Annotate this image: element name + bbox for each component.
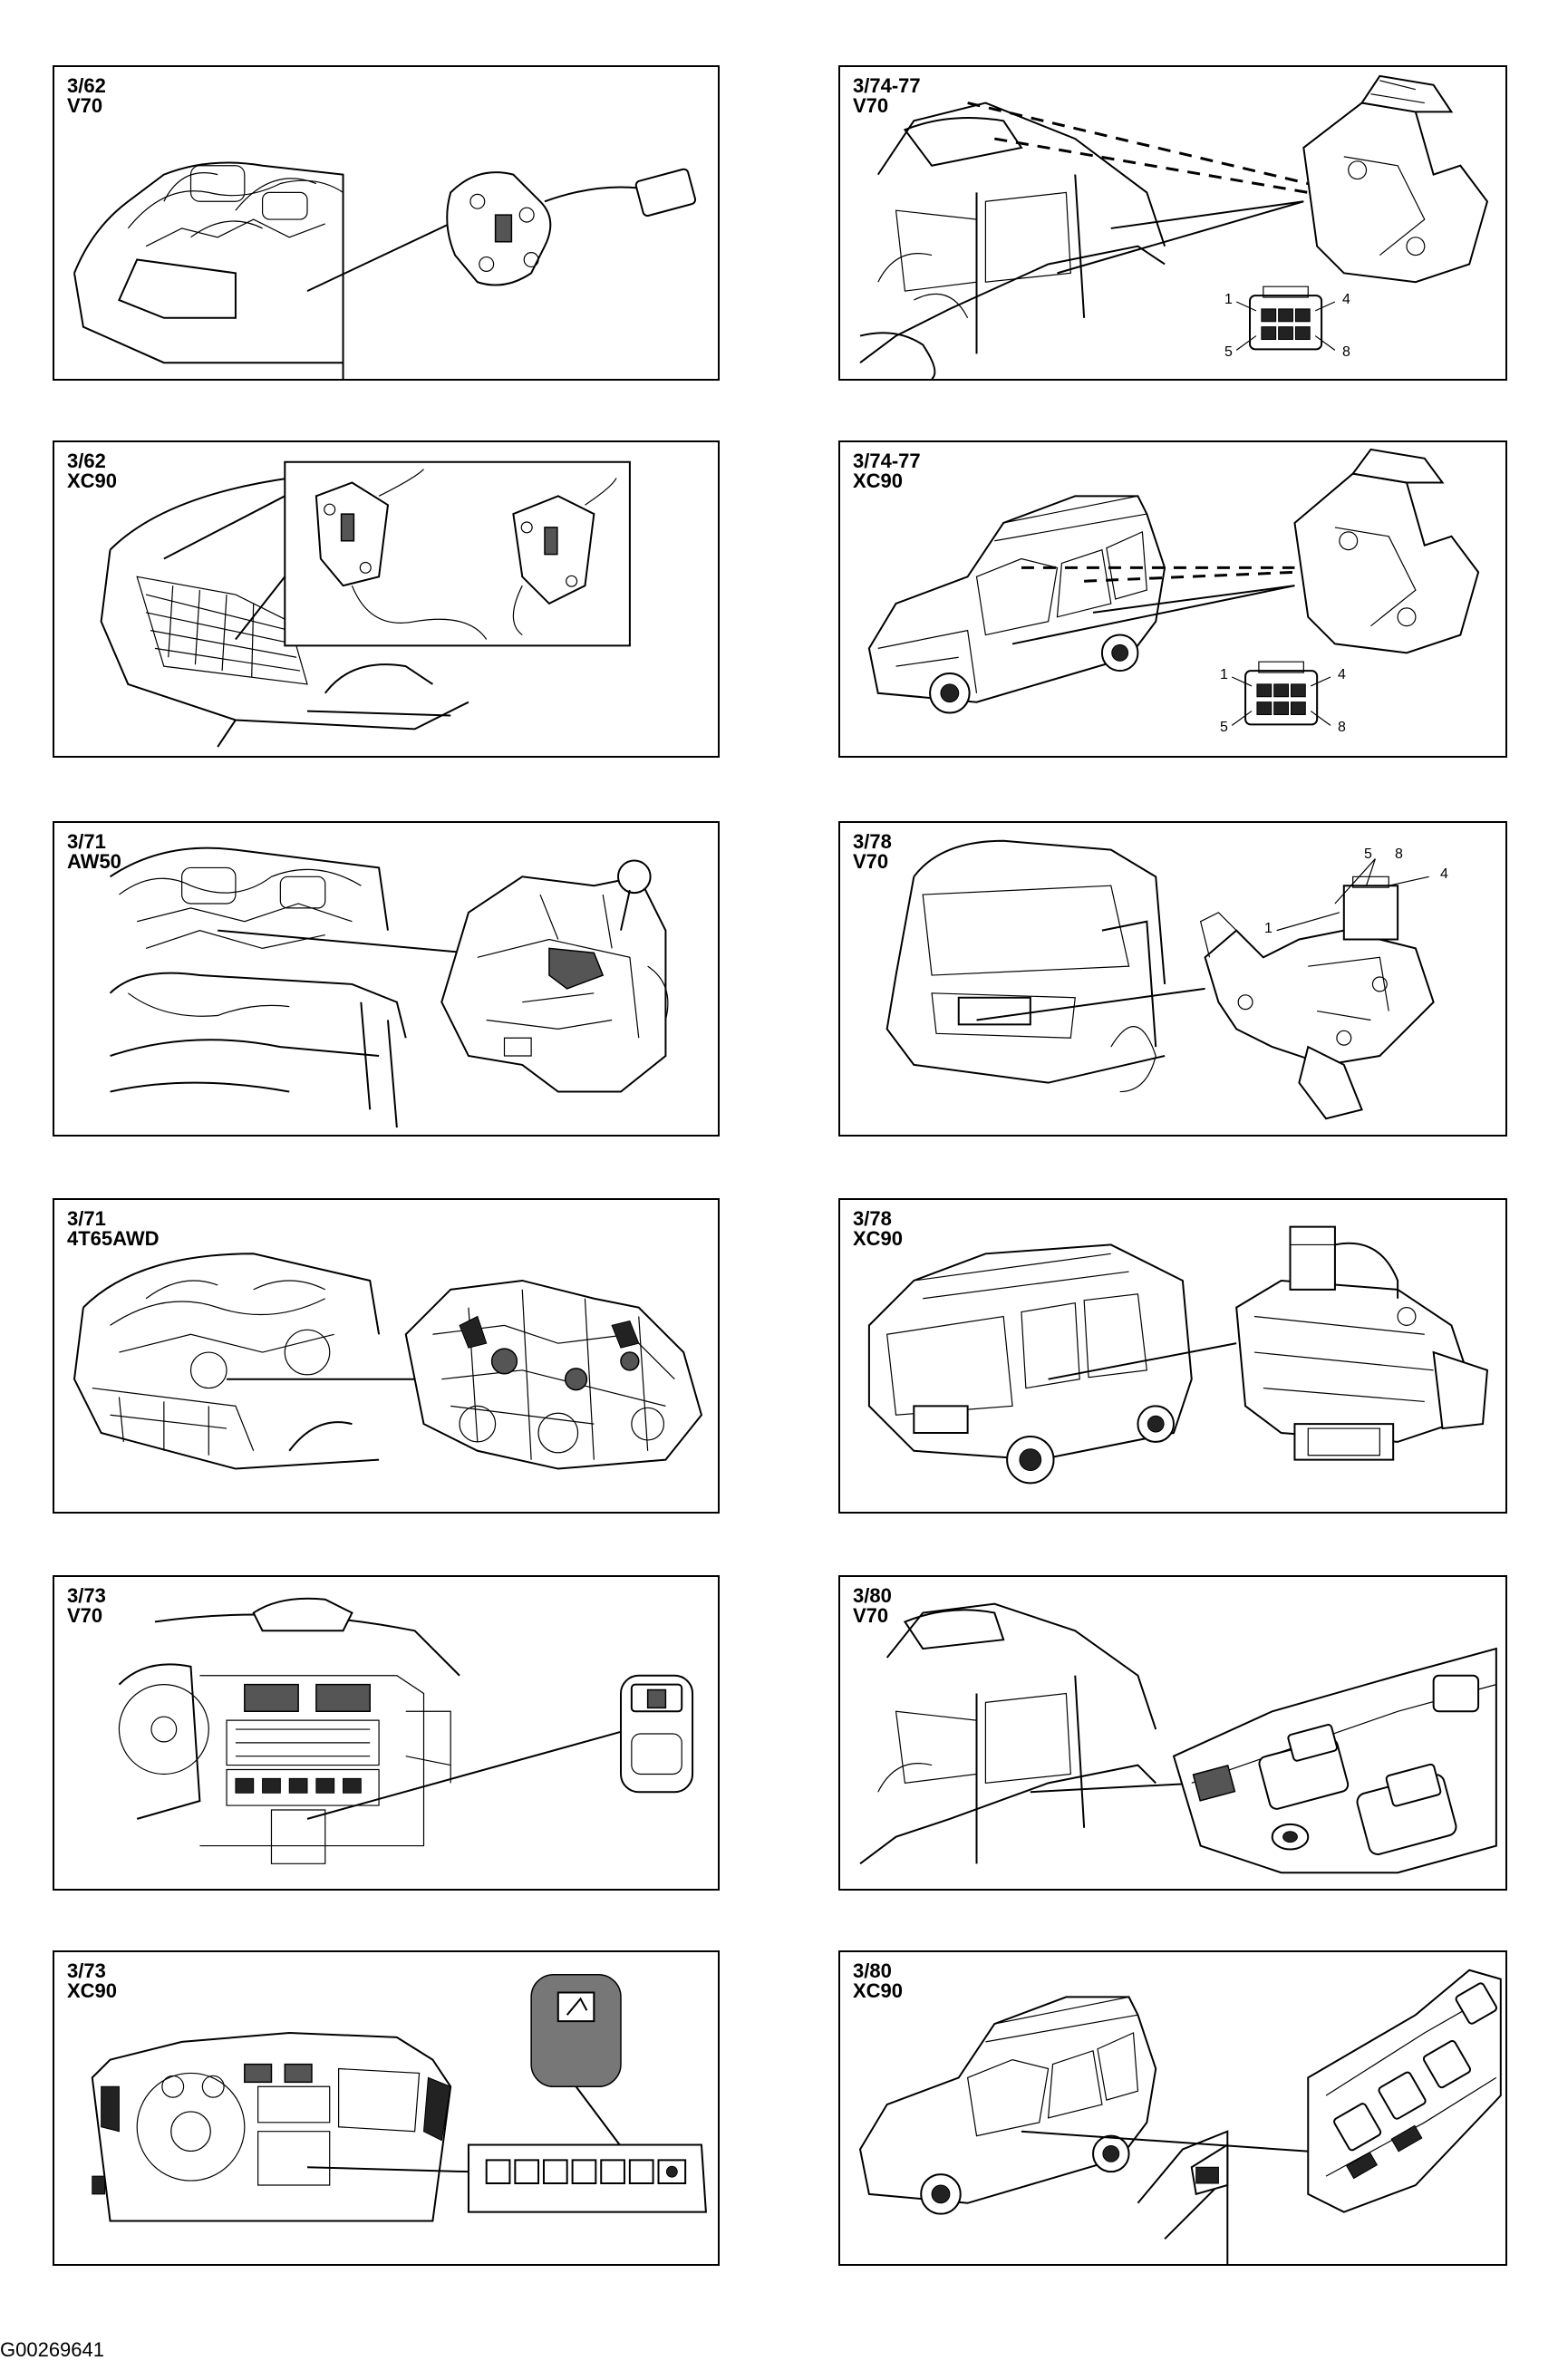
model-name: V70	[853, 94, 889, 117]
panel-3-78-xc90: 3/78 XC90	[838, 1198, 1507, 1514]
pin-label: 8	[1338, 720, 1346, 735]
panel-3-71-4t65awd: 3/71 4T65AWD	[53, 1198, 720, 1514]
door-lock-xc90-illustration	[840, 442, 1505, 756]
component-code: 3/80	[853, 1959, 892, 1982]
pin-label: 5	[1364, 847, 1372, 862]
model-name: V70	[67, 1604, 103, 1627]
model-name: XC90	[853, 1227, 904, 1250]
model-name: XC90	[853, 1979, 904, 2002]
panel-3-80-v70: 3/80 V70	[838, 1575, 1507, 1891]
panel-label: 3/78 XC90	[853, 1209, 903, 1249]
panel-3-74-77-xc90: 3/74-77 XC90 1 4 5 8	[838, 440, 1507, 758]
model-name: AW50	[67, 850, 121, 873]
window-switch-v70-illustration	[840, 1577, 1505, 1889]
panel-3-62-xc90: 3/62 XC90	[53, 440, 720, 758]
component-code: 3/71	[67, 830, 106, 853]
transmission-aw50-illustration	[54, 823, 718, 1135]
model-name: XC90	[853, 469, 904, 492]
panel-label: 3/62 V70	[67, 76, 106, 116]
model-name: 4T65AWD	[67, 1227, 160, 1250]
component-code: 3/62	[67, 450, 106, 472]
panel-3-73-xc90: 3/73 XC90	[53, 1950, 720, 2266]
model-name: V70	[853, 1604, 889, 1627]
pin-label: 5	[1224, 344, 1233, 360]
component-code: 3/80	[853, 1584, 892, 1607]
component-code: 3/74-77	[853, 450, 921, 472]
panel-3-73-v70: 3/73 V70	[53, 1575, 720, 1891]
gear-selector-v70-illustration	[54, 1577, 718, 1889]
panel-3-74-77-v70: 3/74-77 V70 1 4 5 8	[838, 65, 1507, 381]
door-lock-motor-illustration	[840, 67, 1505, 379]
pin-label: 1	[1264, 921, 1273, 936]
model-name: XC90	[67, 469, 118, 492]
panel-label: 3/78 V70	[853, 832, 892, 872]
panel-label: 3/73 V70	[67, 1586, 106, 1626]
pin-label: 4	[1440, 866, 1448, 882]
gear-selector-xc90-illustration	[54, 1952, 718, 2264]
panel-label: 3/80 V70	[853, 1586, 892, 1626]
panel-label: 3/74-77 V70	[853, 76, 921, 116]
pin-label: 5	[1220, 720, 1228, 735]
model-name: V70	[67, 94, 103, 117]
model-name: V70	[853, 850, 889, 873]
component-code: 3/78	[853, 1207, 892, 1230]
pin-label: 8	[1395, 847, 1403, 862]
component-code: 3/73	[67, 1584, 106, 1607]
panel-3-80-xc90: 3/80 XC90	[838, 1950, 1507, 2266]
panel-label: 3/80 XC90	[853, 1961, 903, 2001]
engine-bay-hood-lock-illustration	[54, 67, 718, 379]
component-code: 3/73	[67, 1959, 106, 1982]
component-code: 3/71	[67, 1207, 106, 1230]
panel-label: 3/71 AW50	[67, 832, 121, 872]
window-switch-xc90-illustration	[840, 1952, 1505, 2264]
transmission-4t65awd-illustration	[54, 1200, 718, 1512]
component-code: 3/78	[853, 830, 892, 853]
pin-label: 4	[1338, 667, 1346, 682]
panel-label: 3/73 XC90	[67, 1961, 117, 2001]
panel-3-78-v70: 3/78 V70 5 8 4 1	[838, 821, 1507, 1137]
component-code: 3/74-77	[853, 74, 921, 97]
pin-label: 8	[1342, 344, 1350, 360]
component-code: 3/62	[67, 74, 106, 97]
figure-id: G00269641	[0, 2338, 104, 2361]
tailgate-lock-xc90-illustration	[840, 1200, 1505, 1512]
panel-label: 3/71 4T65AWD	[67, 1209, 159, 1249]
panel-label: 3/62 XC90	[67, 451, 117, 491]
pin-label: 1	[1220, 667, 1228, 682]
panel-3-71-aw50: 3/71 AW50	[53, 821, 720, 1137]
panel-3-62-v70: 3/62 V70	[53, 65, 720, 381]
pin-label: 4	[1342, 292, 1350, 307]
model-name: XC90	[67, 1979, 118, 2002]
hood-lock-xc90-illustration	[54, 442, 718, 756]
tailgate-lock-v70-illustration	[840, 823, 1505, 1135]
pin-label: 1	[1224, 292, 1233, 307]
panel-label: 3/74-77 XC90	[853, 451, 921, 491]
